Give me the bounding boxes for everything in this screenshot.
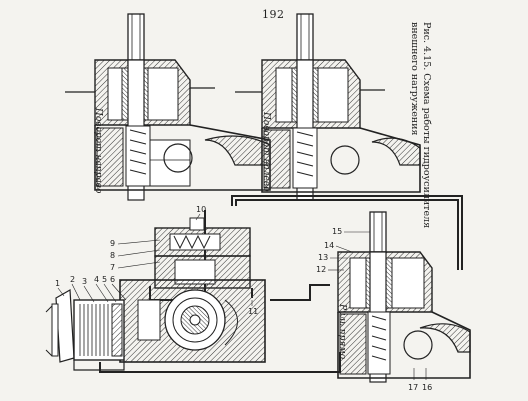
steering-unit-straight bbox=[337, 211, 471, 383]
view-label-right-turn: Поворот направо bbox=[93, 108, 103, 194]
figure-caption-line-1: Рис. 4.15. Схема работы гидроусилителя bbox=[421, 22, 432, 229]
page-number: 192 bbox=[262, 8, 285, 21]
callout-16: 16 bbox=[422, 383, 432, 392]
view-label-straight: Руль прямо bbox=[337, 304, 347, 360]
callout-15: 15 bbox=[332, 227, 342, 236]
callout-7: 7 bbox=[110, 263, 115, 272]
callout-8: 8 bbox=[110, 251, 115, 260]
callout-2: 2 bbox=[70, 275, 75, 284]
callout-1: 1 bbox=[55, 279, 60, 288]
callout-5: 5 bbox=[102, 275, 107, 284]
figure-caption-line-2: внешнего нагружения bbox=[409, 22, 420, 136]
callout-numbers: 1 2 3 4 5 6 7 8 9 10 11 12 13 14 15 16 1… bbox=[55, 205, 432, 392]
callout-14: 14 bbox=[324, 241, 334, 250]
view-label-left-turn: Поворот налево bbox=[261, 112, 271, 192]
fluid-reservoir bbox=[45, 288, 125, 371]
steering-unit-left-turn bbox=[235, 13, 421, 201]
steering-unit-right-turn bbox=[65, 13, 271, 201]
callout-10: 10 bbox=[196, 205, 206, 214]
callout-17: 17 bbox=[408, 383, 418, 392]
callout-12: 12 bbox=[316, 265, 326, 274]
callout-9: 9 bbox=[110, 239, 115, 248]
figure-caption: Рис. 4.15. Схема работы гидроусилителя в… bbox=[408, 22, 432, 228]
callout-11: 11 bbox=[248, 307, 258, 316]
callout-4: 4 bbox=[94, 275, 99, 284]
callout-13: 13 bbox=[318, 253, 328, 262]
callout-3: 3 bbox=[82, 277, 87, 286]
pump-valve-assembly bbox=[119, 217, 266, 363]
callout-6: 6 bbox=[110, 275, 115, 284]
